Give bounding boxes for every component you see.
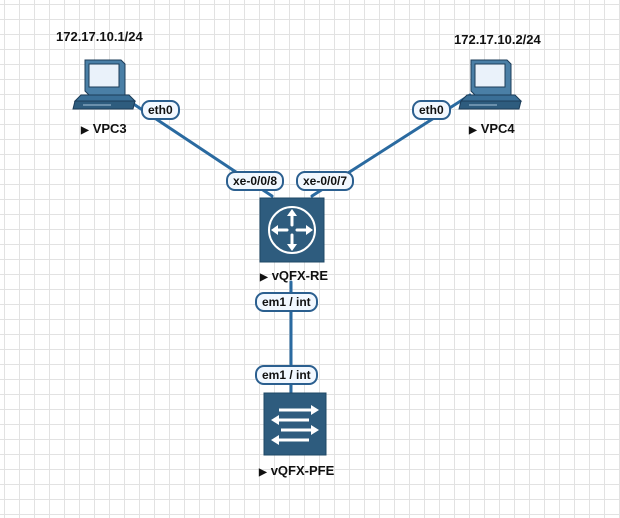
vpc4-node[interactable] <box>457 57 523 113</box>
port-re-em1[interactable]: em1 / int <box>255 292 318 312</box>
port-pfe-em1[interactable]: em1 / int <box>255 365 318 385</box>
vqfx-re-name-label: ▶vQFX-RE <box>260 268 329 283</box>
pc-icon <box>458 59 523 110</box>
port-re-xe-0-0-8[interactable]: xe-0/0/8 <box>226 171 285 191</box>
vpc3-node[interactable] <box>71 57 137 113</box>
switch-icon <box>263 392 327 456</box>
vpc3-name-label: ▶VPC3 <box>81 121 127 136</box>
vpc4-name-label: ▶VPC4 <box>469 121 515 136</box>
vqfx-pfe-node[interactable] <box>263 392 327 456</box>
port-re-xe-0-0-7[interactable]: xe-0/0/7 <box>296 171 355 191</box>
vpc3-ip-label: 172.17.10.1/24 <box>56 29 143 44</box>
router-icon <box>259 197 325 263</box>
port-vpc3-eth0[interactable]: eth0 <box>141 100 180 120</box>
vqfx-re-node[interactable] <box>259 197 325 263</box>
pc-icon <box>72 59 137 110</box>
vqfx-pfe-name-label: ▶vQFX-PFE <box>259 463 335 478</box>
port-vpc4-eth0[interactable]: eth0 <box>412 100 451 120</box>
vpc4-ip-label: 172.17.10.2/24 <box>454 32 541 47</box>
